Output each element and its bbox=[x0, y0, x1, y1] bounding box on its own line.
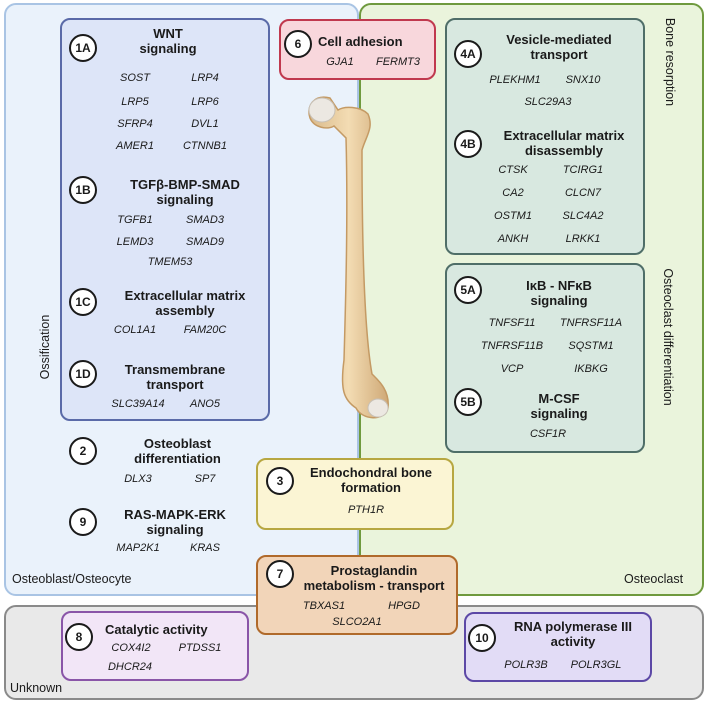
module-5A-title: IκB - NFκB signaling bbox=[526, 278, 592, 308]
gene-label: OSTM1 bbox=[494, 210, 532, 222]
module-4B-badge: 4B bbox=[454, 130, 482, 158]
module-3-badge: 3 bbox=[266, 467, 294, 495]
gene-label: LRKK1 bbox=[565, 233, 601, 245]
gene-label: SMAD9 bbox=[186, 236, 224, 248]
module-1D-badge: 1D bbox=[69, 360, 97, 388]
gene-label: TCIRG1 bbox=[562, 164, 604, 176]
gene-label: POLR3GL bbox=[570, 659, 622, 671]
module-1C-title: Extracellular matrix assembly bbox=[124, 288, 246, 318]
module-1A-title: WNT signaling bbox=[139, 26, 197, 56]
gene-label: LEMD3 bbox=[116, 236, 154, 248]
module-1B-badge: 1B bbox=[69, 176, 97, 204]
ossification-label: Ossification bbox=[38, 314, 52, 380]
module-7-badge: 7 bbox=[266, 560, 294, 588]
module-7-title: Prostaglandin metabolism - transport bbox=[303, 563, 445, 593]
gene-label: CTNNB1 bbox=[182, 140, 228, 152]
bone-resorption-label: Bone resorption bbox=[663, 17, 677, 107]
gene-label: CA2 bbox=[502, 187, 524, 199]
gene-label: SOST bbox=[120, 72, 150, 84]
module-1B-title: TGFβ-BMP-SMAD signaling bbox=[130, 177, 240, 207]
gene-label: SLC4A2 bbox=[562, 210, 604, 222]
gene-label: CLCN7 bbox=[564, 187, 602, 199]
gene-label: IKBKG bbox=[574, 363, 608, 375]
module-5B-title: M-CSF signaling bbox=[530, 391, 588, 421]
module-4B-title: Extracellular matrix disassembly bbox=[503, 128, 625, 158]
gene-label: COL1A1 bbox=[113, 324, 157, 336]
gene-label: AMER1 bbox=[116, 140, 154, 152]
module-5B-badge: 5B bbox=[454, 388, 482, 416]
gene-label: CTSK bbox=[498, 164, 528, 176]
gene-label: KRAS bbox=[190, 542, 220, 554]
gene-label: PLEKHM1 bbox=[489, 74, 541, 86]
gene-label: GJA1 bbox=[326, 56, 354, 68]
module-4A-title: Vesicle-mediated transport bbox=[506, 32, 612, 62]
gene-label: SMAD3 bbox=[186, 214, 224, 226]
gene-label: PTH1R bbox=[347, 504, 385, 516]
gene-label: SP7 bbox=[194, 473, 216, 485]
module-4A-badge: 4A bbox=[454, 40, 482, 68]
module-6-badge: 6 bbox=[284, 30, 312, 58]
osteoclast-region-label: Osteoclast bbox=[624, 572, 684, 586]
gene-label: SNX10 bbox=[565, 74, 601, 86]
unknown-region-label: Unknown bbox=[10, 681, 63, 695]
module-10-title: RNA polymerase III activity bbox=[513, 619, 632, 649]
gene-label: TNFSF11 bbox=[488, 317, 536, 329]
gene-label: ANO5 bbox=[190, 398, 220, 410]
gene-label: POLR3B bbox=[504, 659, 548, 671]
rna-polymerase-iii-box bbox=[464, 612, 652, 682]
module-3-title: Endochondral bone formation bbox=[309, 465, 433, 495]
catalytic-activity-box bbox=[61, 611, 249, 681]
module-8-title: Catalytic activity bbox=[105, 622, 208, 637]
module-10-badge: 10 bbox=[468, 624, 496, 652]
gene-label: MAP2K1 bbox=[116, 542, 160, 554]
gene-label: SLCO2A1 bbox=[332, 616, 382, 628]
gene-label: TBXAS1 bbox=[302, 600, 346, 612]
gene-label: DHCR24 bbox=[107, 661, 153, 673]
gene-label: LRP5 bbox=[121, 96, 149, 108]
gene-label: LRP6 bbox=[191, 96, 219, 108]
gene-label: ANKH bbox=[497, 233, 529, 245]
femur-bone-illustration bbox=[308, 96, 389, 419]
module-2-title: Osteoblast differentiation bbox=[134, 436, 221, 466]
ossification-group-box bbox=[60, 18, 270, 421]
module-1D-title: Transmembrane transport bbox=[124, 362, 226, 392]
osteoclast-differentiation-label: Osteoclast differentiation bbox=[661, 268, 675, 406]
gene-label: TMEM53 bbox=[147, 256, 193, 268]
gene-label: PTDSS1 bbox=[178, 642, 222, 654]
module-1C-badge: 1C bbox=[69, 288, 97, 316]
gene-label: TGFB1 bbox=[117, 214, 153, 226]
module-1A-badge: 1A bbox=[69, 34, 97, 62]
module-9-badge: 9 bbox=[69, 508, 97, 536]
gene-label: DVL1 bbox=[191, 118, 219, 130]
gene-label: TNFRSF11B bbox=[480, 340, 544, 352]
gene-label: FERMT3 bbox=[376, 56, 420, 68]
gene-label: COX4I2 bbox=[111, 642, 151, 654]
gene-label: VCP bbox=[500, 363, 524, 375]
gene-label: HPGD bbox=[388, 600, 420, 612]
gene-label: DLX3 bbox=[124, 473, 152, 485]
gene-label: SQSTM1 bbox=[568, 340, 614, 352]
module-8-badge: 8 bbox=[65, 623, 93, 651]
gene-label: SLC29A3 bbox=[524, 96, 572, 108]
module-6-title: Cell adhesion bbox=[318, 34, 403, 49]
module-5A-badge: 5A bbox=[454, 276, 482, 304]
gene-label: LRP4 bbox=[191, 72, 219, 84]
gene-label: SFRP4 bbox=[117, 118, 153, 130]
module-2-badge: 2 bbox=[69, 437, 97, 465]
gene-label: TNFRSF11A bbox=[559, 317, 623, 329]
osteoblast-region-label: Osteoblast/Osteocyte bbox=[12, 572, 132, 586]
gene-label: CSF1R bbox=[529, 428, 567, 440]
gene-label: SLC39A14 bbox=[111, 398, 165, 410]
gene-label: FAM20C bbox=[183, 324, 227, 336]
module-9-title: RAS-MAPK-ERK signaling bbox=[124, 507, 226, 537]
